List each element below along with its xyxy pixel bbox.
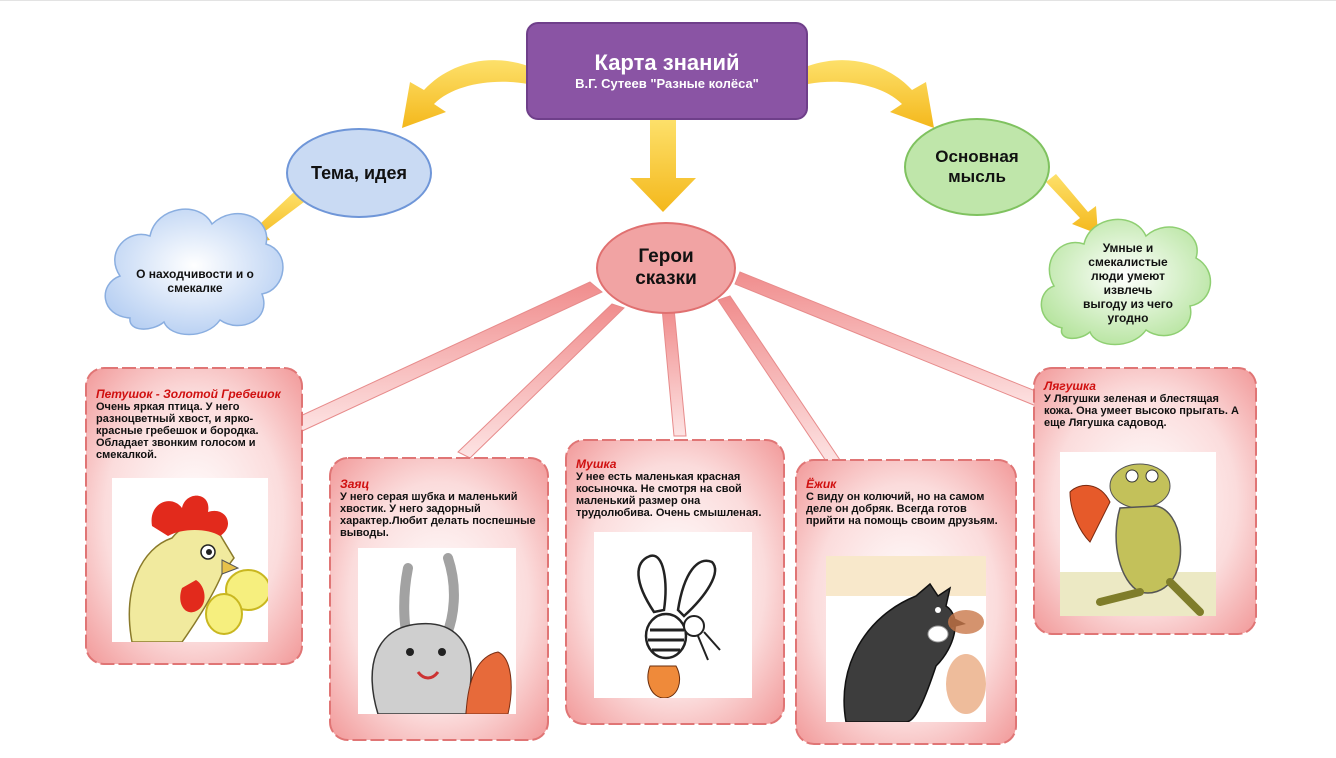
hero-card-hedgehog: Ёжик С виду он колючий, но на самом деле… — [806, 477, 1006, 528]
arrow-idea-to-cloud — [1046, 174, 1098, 234]
hero-name: Мушка — [576, 457, 617, 471]
ray-hare — [457, 303, 625, 459]
heroes-node-label: Герои сказки — [635, 246, 697, 289]
ray-hedgehog — [717, 295, 841, 465]
hero-card-hare: Заяц У него серая шубка и маленький хвос… — [340, 477, 538, 540]
hero-card-fly: Мушка У нее есть маленькая красная косын… — [576, 457, 772, 520]
hero-name: Лягушка — [1044, 379, 1096, 393]
title-box: Карта знаний В.Г. Сутеев "Разные колёса" — [526, 22, 808, 120]
hero-description: С виду он колючий, но на самом деле он д… — [806, 491, 998, 527]
arrow-to-theme — [402, 60, 528, 129]
rooster-drawing — [112, 478, 271, 643]
hero-card-frog: Лягушка У Лягушки зеленая и блестящая ко… — [1044, 379, 1248, 430]
theme-cloud-text: О находчивости и о смекалке — [136, 267, 254, 295]
hero-description: У него серая шубка и маленький хвостик. … — [340, 491, 536, 539]
frog-drawing — [1060, 452, 1216, 616]
hero-name: Ёжик — [806, 477, 837, 491]
arrow-to-heroes — [630, 120, 696, 212]
hero-name: Заяц — [340, 477, 370, 491]
hero-rays — [295, 271, 1049, 465]
hero-name: Петушок - Золотой Гребешок — [96, 387, 281, 401]
fly-drawing — [594, 532, 752, 699]
ray-rooster — [295, 281, 603, 433]
map-title: Карта знаний — [594, 50, 740, 75]
hero-description: У Лягушки зеленая и блестящая кожа. Она … — [1044, 393, 1239, 429]
arrow-to-idea — [808, 60, 934, 129]
hero-description: У нее есть маленькая красная косыночка. … — [576, 471, 762, 519]
top-border — [0, 0, 1336, 1]
hero-description: Очень яркая птица. У него разноцветный х… — [96, 401, 259, 461]
ray-fly — [661, 307, 687, 437]
main-idea-node: Основная мысль — [904, 118, 1050, 216]
main-idea-node-label: Основная мысль — [935, 147, 1019, 186]
theme-cloud-shape — [104, 208, 284, 336]
idea-cloud-shape — [1040, 218, 1212, 346]
hedgehog-drawing — [826, 556, 986, 723]
hero-card-rooster: Петушок - Золотой Гребешок Очень яркая п… — [96, 387, 292, 462]
heroes-node: Герои сказки — [596, 222, 736, 314]
map-subtitle: В.Г. Сутеев "Разные колёса" — [575, 76, 759, 91]
theme-node-label: Тема, идея — [311, 162, 407, 183]
hare-drawing — [358, 548, 516, 715]
theme-node: Тема, идея — [286, 128, 432, 218]
idea-cloud-text: Умные и смекалистые люди умеют извлечь в… — [1083, 241, 1173, 325]
